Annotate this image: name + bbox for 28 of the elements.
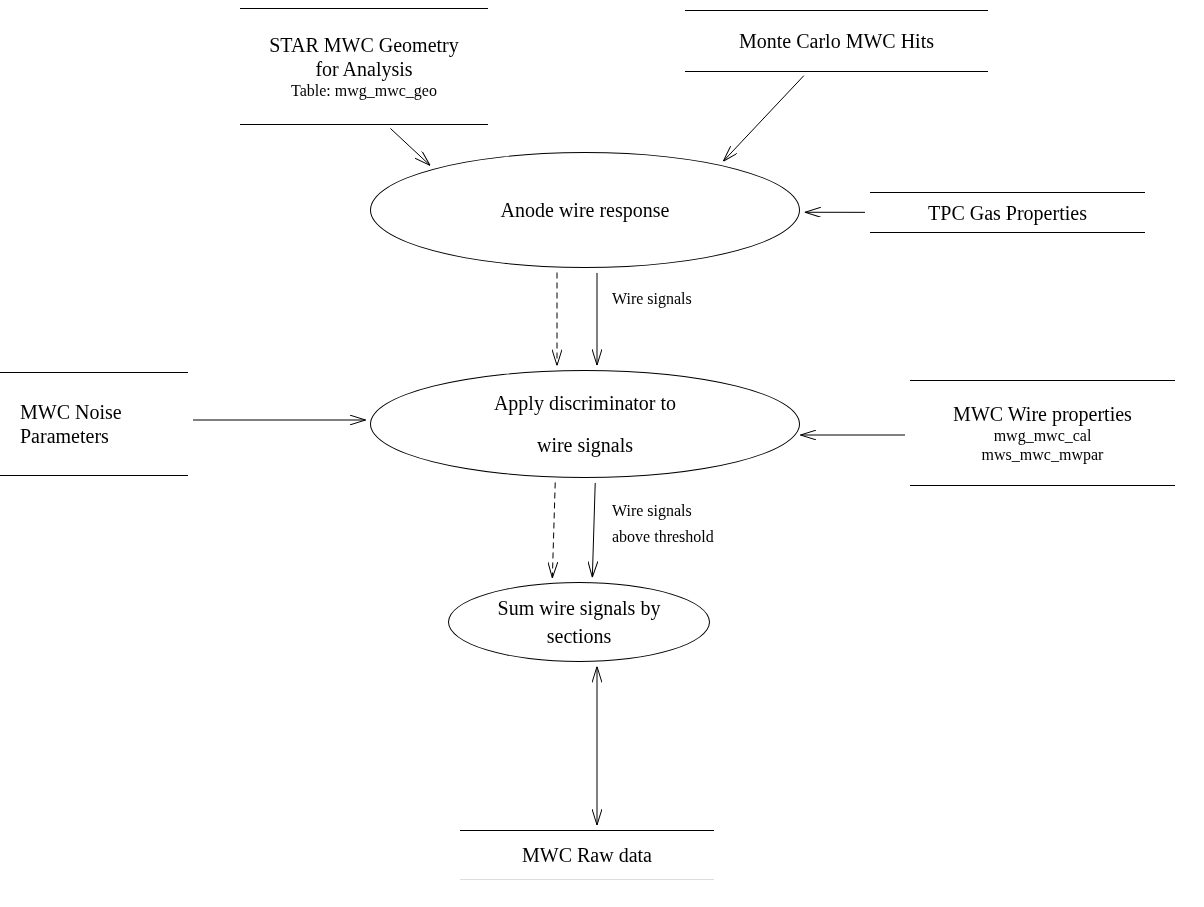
table-name: mwg_mwc_cal bbox=[993, 426, 1092, 445]
data-store bbox=[240, 8, 488, 125]
arrow bbox=[587, 482, 599, 578]
dashed-arrow bbox=[547, 482, 559, 579]
arrow bbox=[804, 206, 866, 218]
data-store bbox=[460, 830, 714, 880]
node-title: MWC Raw data bbox=[522, 843, 652, 867]
dashed-arrow bbox=[551, 272, 563, 366]
node-title: Apply discriminator to wire signals bbox=[492, 391, 678, 459]
table-name: mws_mwc_mwpar bbox=[981, 445, 1104, 465]
arrow bbox=[591, 666, 603, 826]
arrow bbox=[192, 414, 367, 426]
node-title: Anode wire response bbox=[500, 198, 670, 222]
node-title: MWC Wire properties bbox=[953, 401, 1132, 426]
node-title: MWC Noise Parameters bbox=[20, 400, 123, 448]
node-title: STAR MWC Geometry for Analysis bbox=[268, 32, 460, 81]
arrow bbox=[722, 75, 805, 162]
arrow bbox=[389, 127, 431, 166]
node-title: TPC Gas Properties bbox=[928, 200, 1087, 225]
data-store bbox=[0, 372, 188, 476]
table-name: Table: mwg_mwc_geo bbox=[291, 81, 437, 101]
arrow bbox=[800, 429, 906, 441]
node-title: Sum wire signals by sections bbox=[496, 596, 662, 649]
data-store bbox=[870, 192, 1145, 233]
data-store bbox=[910, 380, 1175, 486]
arrow bbox=[591, 272, 603, 366]
node-title: Monte Carlo MWC Hits bbox=[739, 29, 934, 53]
data-store bbox=[685, 10, 988, 72]
